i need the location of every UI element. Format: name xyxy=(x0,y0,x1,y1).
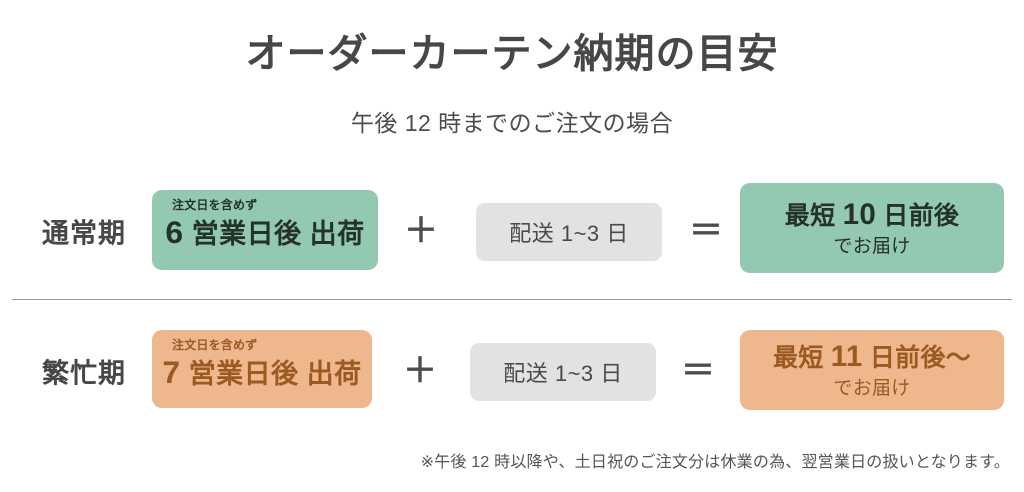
schedule-row-normal: 通常期 注文日を含めず 6 営業日後 出荷 ＋ 配送 1~3 日 ＝ 最短 10… xyxy=(0,176,1024,286)
result-main-busy: 最短 11 日前後〜 xyxy=(772,340,972,374)
result-sub-normal: でお届け xyxy=(833,235,911,257)
result-main-normal: 最短 10 日前後 xyxy=(784,198,960,232)
result-box-busy: 最短 11 日前後〜 でお届け xyxy=(740,330,1004,410)
ship-box-normal: 注文日を含めず 6 営業日後 出荷 xyxy=(152,190,378,270)
plus-operator-normal: ＋ xyxy=(404,212,438,250)
delivery-box-normal: 配送 1~3 日 xyxy=(476,203,662,261)
row-label-busy: 繁忙期 xyxy=(42,358,126,389)
equals-operator-normal: ＝ xyxy=(689,212,723,250)
schedule-row-busy: 繁忙期 注文日を含めず 7 営業日後 出荷 ＋ 配送 1~3 日 ＝ 最短 11… xyxy=(0,316,1024,426)
result-box-normal: 最短 10 日前後 でお届け xyxy=(740,183,1004,273)
ship-main-busy: 7 営業日後 出荷 xyxy=(162,354,362,391)
page-title: オーダーカーテン納期の目安 xyxy=(245,32,779,76)
plus-operator-busy: ＋ xyxy=(403,352,437,390)
page-subtitle: 午後 12 時までのご注文の場合 xyxy=(350,110,674,136)
row-divider xyxy=(12,299,1012,300)
ship-box-busy: 注文日を含めず 7 営業日後 出荷 xyxy=(152,330,372,408)
ship-note-normal: 注文日を含めず xyxy=(172,198,258,212)
ship-note-busy: 注文日を含めず xyxy=(172,338,258,352)
footnote-text: ※午後 12 時以降や、土日祝のご注文分は休業の為、翌営業日の扱いとなります。 xyxy=(420,454,1010,471)
delivery-box-busy: 配送 1~3 日 xyxy=(470,343,656,401)
result-sub-busy: でお届け xyxy=(833,377,911,399)
equals-operator-busy: ＝ xyxy=(681,352,715,390)
ship-main-normal: 6 営業日後 出荷 xyxy=(165,214,365,251)
row-label-normal: 通常期 xyxy=(42,218,126,249)
